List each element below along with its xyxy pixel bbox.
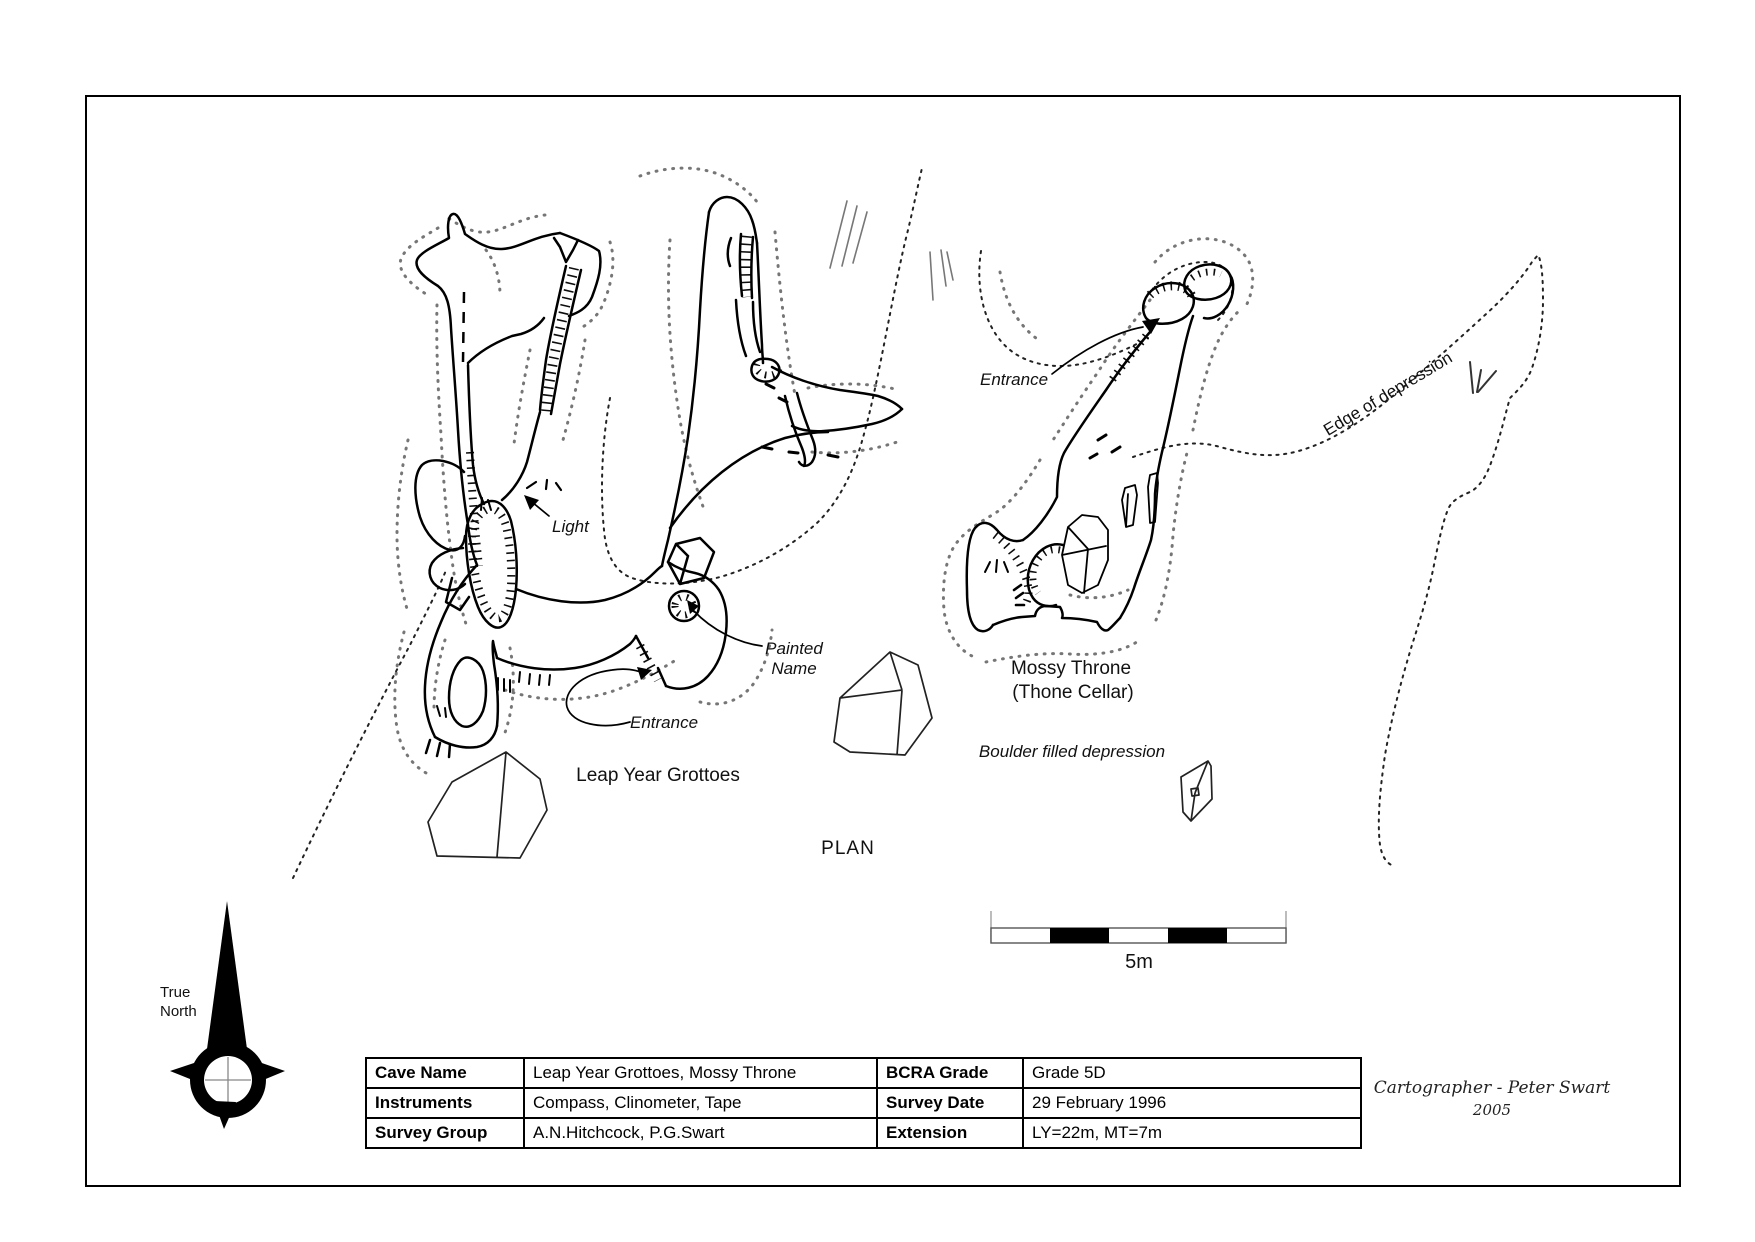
scale-bar (990, 911, 1287, 944)
scale-bar-label: 5m (1125, 951, 1153, 973)
extension-header: Extension (876, 1117, 1024, 1149)
map-frame-border (85, 95, 1681, 1187)
cartographer-credit: Cartographer - Peter Swart 2005 (1374, 1078, 1611, 1119)
pit-hachure-ticks (466, 235, 783, 683)
boulder-sketches (427, 651, 1213, 859)
painted-name-leader (693, 610, 763, 647)
cartographer-year: 2005 (1472, 1101, 1512, 1119)
mossy-throne-outline (965, 263, 1235, 633)
entrance-left-arrowhead (637, 667, 652, 680)
leader-arrowheads (524, 318, 1160, 680)
mossy-throne-hachure-ticks (992, 268, 1223, 609)
light-label: Light (552, 517, 589, 536)
leap-year-grottoes-outline (414, 195, 904, 759)
boulder-middle (833, 651, 933, 756)
table-row: Instruments Compass, Clinometer, Tape Su… (365, 1087, 1362, 1119)
entrance-left-leader (565, 668, 644, 727)
table-row: Cave Name Leap Year Grottoes, Mossy Thro… (365, 1057, 1362, 1089)
cave-name-value: Leap Year Grottoes, Mossy Throne (523, 1057, 878, 1089)
true-north-label-line1: True (160, 984, 191, 1001)
dotted-line-mossy-left (978, 250, 1149, 367)
survey-date-value: 29 February 1996 (1022, 1087, 1362, 1119)
bcra-grade-value: Grade 5D (1022, 1057, 1362, 1089)
cartographer-name: Cartographer - Peter Swart (1373, 1078, 1611, 1098)
stipple-shading (393, 166, 1255, 778)
survey-group-value: A.N.Hitchcock, P.G.Swart (523, 1117, 878, 1149)
entrance-label-left: Entrance (630, 713, 699, 732)
painted-name-label-line1: Painted (765, 639, 823, 658)
boulder-large-left (427, 751, 548, 859)
bcra-grade-header: BCRA Grade (876, 1057, 1024, 1089)
north-arrow (170, 901, 285, 1129)
light-arrowhead (524, 495, 539, 510)
entrance-right-arrowhead (1142, 318, 1160, 334)
survey-group-header: Survey Group (365, 1117, 525, 1149)
leap-year-dashed-line (461, 291, 466, 363)
dotted-line-left-cave (601, 167, 923, 585)
true-north-label-line2: North (160, 1003, 197, 1020)
cave1-name-label: Leap Year Grottoes (576, 765, 740, 786)
label-leader-lines (531, 326, 1144, 727)
plan-label: PLAN (821, 838, 875, 859)
survey-info-table: Cave Name Leap Year Grottoes, Mossy Thro… (365, 1057, 1362, 1149)
depression-dotted-lines (292, 167, 1545, 879)
entrance-right-leader (1051, 326, 1144, 375)
cave2-name-label-line2: (Thone Cellar) (1012, 682, 1134, 703)
painted-name-arrowhead (687, 600, 699, 614)
extension-value: LY=22m, MT=7m (1022, 1117, 1362, 1149)
dotted-line-far-left (292, 567, 448, 879)
instruments-header: Instruments (365, 1087, 525, 1119)
entrance-label-right: Entrance (980, 370, 1049, 389)
depression-slope-marks (1469, 361, 1497, 394)
edge-of-depression-line (1132, 253, 1545, 867)
survey-date-header: Survey Date (876, 1087, 1024, 1119)
surface-hatch-marks (829, 200, 954, 301)
cave-name-header: Cave Name (365, 1057, 525, 1089)
boulder-small-right (1180, 760, 1213, 822)
boulder-depression-label: Boulder filled depression (978, 742, 1166, 761)
painted-name-label-line2: Name (771, 659, 817, 678)
table-row: Survey Group A.N.Hitchcock, P.G.Swart Ex… (365, 1117, 1362, 1149)
cave2-name-label-line1: Mossy Throne (1010, 658, 1132, 679)
instruments-value: Compass, Clinometer, Tape (523, 1087, 878, 1119)
